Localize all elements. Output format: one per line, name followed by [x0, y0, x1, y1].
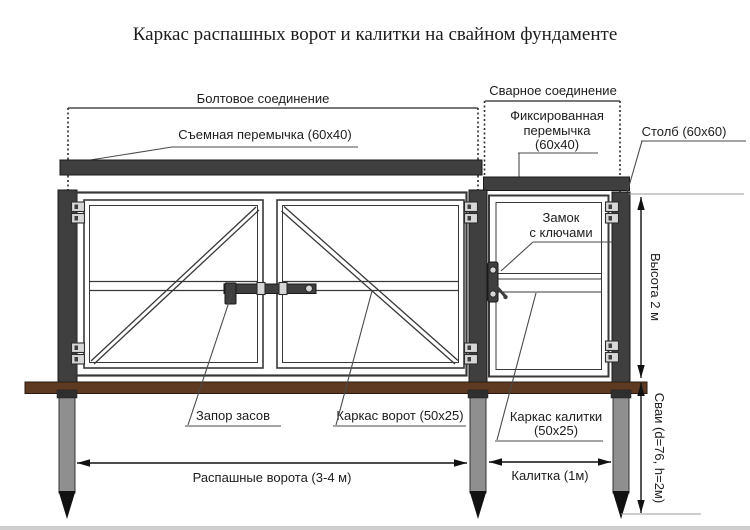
right-leaf-diagonal-brace: [281, 206, 459, 365]
pile-right: [612, 395, 630, 519]
label-lock-2: с ключами: [529, 225, 592, 240]
dim-piles: Сваи (d=76, h=2м): [621, 383, 701, 515]
label-latch: Запор засов: [196, 408, 270, 423]
pile-collar: [467, 389, 489, 399]
label-bolt-connection: Болтовое соединение: [197, 91, 330, 106]
label-gate-frame: Каркас ворот (50x25): [336, 408, 463, 423]
page-title: Каркас распашных ворот и калитки на свай…: [133, 24, 618, 45]
dim-height-label: Высота 2 м: [648, 253, 663, 321]
latch-bar: [223, 281, 317, 305]
hinge-icon: [70, 342, 86, 365]
wicket-frame-leader: [496, 292, 537, 441]
pile-middle: [469, 395, 487, 519]
pile-collar: [610, 389, 632, 399]
pile-left: [58, 395, 76, 519]
foundation-beam: [24, 381, 648, 394]
latch-bracket: [256, 281, 266, 296]
lock-leader: [500, 241, 534, 272]
label-lock-1: Замок: [543, 210, 580, 225]
removable-crossbar-leader: [83, 146, 173, 162]
removable-crossbar-bar: [59, 159, 483, 176]
label-fixed-crossbar-2: перемычка: [524, 123, 592, 138]
hinge-icon: [463, 201, 479, 224]
label-fixed-crossbar-1: Фиксированная: [510, 108, 604, 123]
wicket-frame: [488, 194, 610, 378]
scan-edge: [0, 526, 750, 530]
post-leader: [626, 140, 643, 194]
latch-leader: [187, 292, 233, 426]
dim-piles-label: Сваи (d=76, h=2м): [652, 393, 667, 503]
dim-wicket-width: Калитка (1м): [489, 458, 611, 483]
dim-gates-width: Распашные ворота (3-4 м): [77, 459, 467, 485]
latch-bracket: [278, 281, 288, 296]
label-weld-connection: Сварное соединение: [489, 83, 617, 98]
dim-gates-width-label: Распашные ворота (3-4 м): [193, 470, 352, 485]
label-wicket-frame-1: Каркас калитки: [510, 409, 602, 424]
dim-height: Высота 2 м: [629, 193, 744, 378]
hinge-icon: [70, 201, 86, 224]
dim-wicket-width-label: Калитка (1м): [511, 468, 588, 483]
fixed-crossbar-bar: [483, 176, 630, 191]
label-removable-crossbar: Съемная перемычка (60x40): [178, 127, 351, 142]
wicket-rail: [496, 272, 602, 293]
key-icon: [503, 294, 508, 300]
hinge-icon: [604, 201, 620, 224]
gate-frame-leader: [335, 290, 373, 426]
latch-end-ring: [304, 284, 314, 293]
key-icon: [494, 284, 507, 298]
label-wicket-frame-2: (50x25): [534, 423, 578, 438]
label-fixed-crossbar-3: (60x40): [535, 137, 579, 152]
latch-handle: [224, 282, 237, 305]
pile-collar: [56, 389, 78, 399]
left-leaf-diagonal-brace: [90, 206, 260, 365]
lock-icon: [487, 261, 508, 303]
hinge-icon: [463, 342, 479, 365]
label-post: Столб (60x60): [642, 124, 727, 139]
hinge-icon: [604, 340, 620, 363]
gate-leaf-right: [276, 199, 465, 369]
